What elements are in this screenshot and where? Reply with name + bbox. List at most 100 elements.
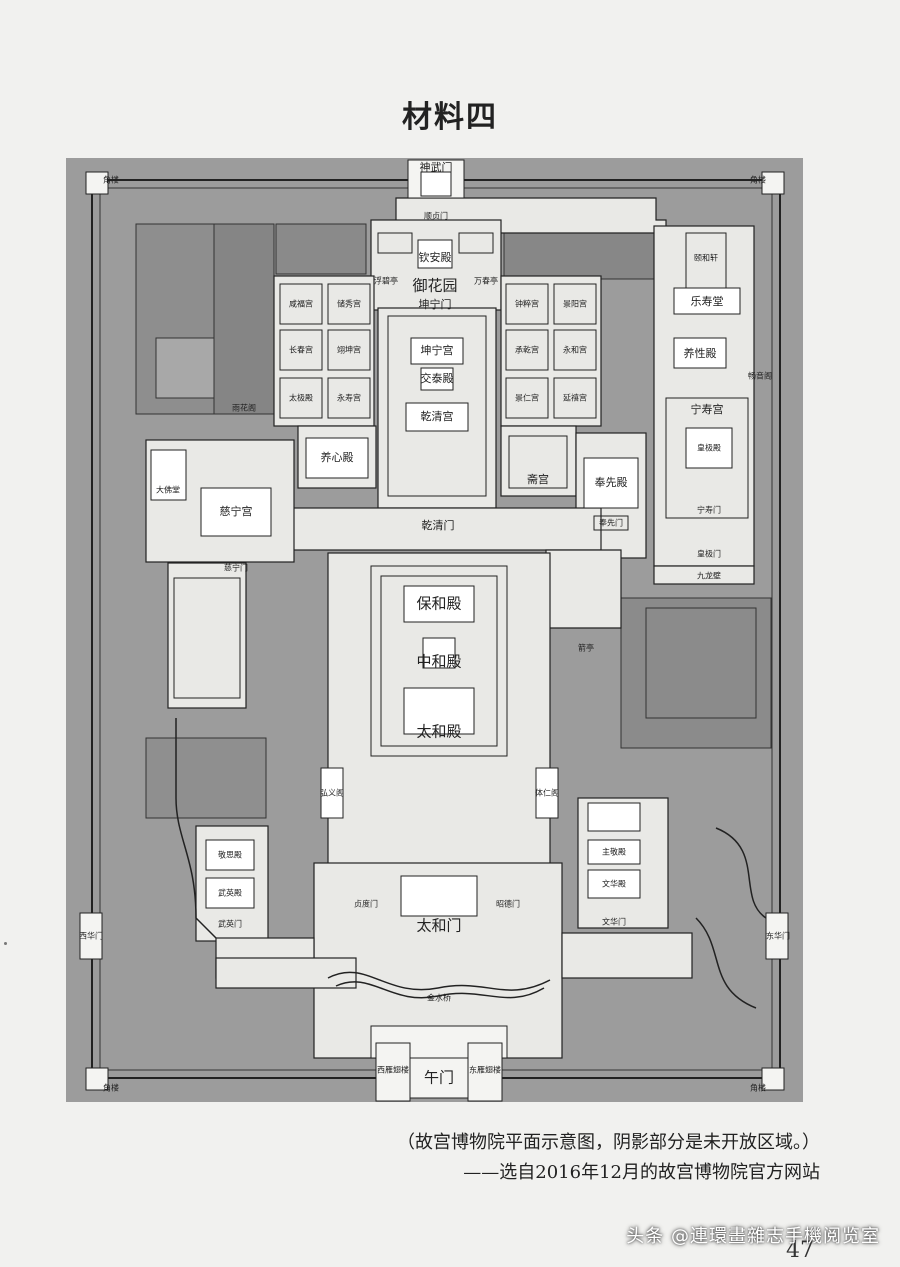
- jinshui-river-inner: [335, 981, 545, 999]
- building-jingsidian: [205, 839, 255, 871]
- building-taihedian: [403, 687, 475, 735]
- label-jingyanggong: 景阳宫: [563, 299, 587, 309]
- building-xihuamen: [79, 912, 103, 960]
- page-title: 材料四: [402, 100, 498, 135]
- building-cining-west: [150, 449, 187, 501]
- label-baohedian: 保和殿: [416, 595, 461, 613]
- label-kunningmen: 坤宁门: [419, 297, 452, 311]
- label-xiyanchilou: 西雁翅楼: [377, 1065, 409, 1075]
- label-jiaotaidian: 交泰殿: [421, 371, 454, 385]
- label-yihexuan: 颐和轩: [694, 253, 718, 263]
- label-jingrengong: 景仁宫: [515, 393, 539, 403]
- label-dongyanchilou: 东雁翅楼: [469, 1065, 501, 1075]
- building-outer-terrace-inner: [380, 575, 498, 747]
- label-chengqiangong: 承乾宫: [515, 345, 539, 355]
- closed-block: [155, 337, 217, 399]
- watermark: 头条 @連環畫雜志手機阅览室: [626, 1226, 880, 1247]
- building-ningshou-wall: [665, 397, 749, 519]
- caption-line-1: （故宫博物院平面示意图，阴影部分是未开放区域。）: [397, 1132, 820, 1153]
- jinshui-river: [327, 971, 551, 991]
- building-wumen: [409, 1057, 469, 1099]
- label-jingsidian: 敬思殿: [218, 850, 242, 860]
- label-donghuamen: 东华门: [766, 931, 790, 941]
- label-ningshoumen: 宁寿门: [697, 505, 721, 515]
- label-wenhuamen: 文华门: [602, 917, 626, 927]
- label-qinandian: 钦安殿: [419, 250, 452, 264]
- closed-block: [620, 597, 772, 749]
- open-area-south-band: [215, 957, 357, 989]
- corner-tower-sw: [85, 1067, 109, 1091]
- label-shenwumen: 神武门: [420, 160, 453, 174]
- label-wuyingmen: 武英门: [218, 919, 242, 929]
- label-yikungong: 翊坤宫: [337, 345, 361, 355]
- label-tirenge: 体仁阁: [535, 788, 559, 798]
- label-shunzhenmen: 顺贞门: [424, 211, 448, 221]
- label-zhendumen: 贞度门: [354, 899, 378, 909]
- closed-block: [275, 223, 367, 275]
- label-zhongcuigong: 钟粹宫: [515, 299, 539, 309]
- label-chuxiugong: 储秀宫: [337, 299, 361, 309]
- label-xianfugong: 咸福宫: [289, 299, 313, 309]
- building-dongyanchilou: [467, 1042, 503, 1102]
- building-leshoutang: [673, 287, 741, 315]
- label-xihuamen: 西华门: [79, 931, 103, 941]
- building-cininggong: [200, 487, 272, 537]
- building-huangjidian: [685, 427, 733, 469]
- label-jiaolou-ne: 角楼: [750, 175, 766, 185]
- label-hongyige: 弘义阁: [320, 788, 344, 798]
- label-qianqingmen: 乾清门: [422, 518, 455, 532]
- corner-tower-nw: [85, 171, 109, 195]
- label-zhaodemen: 昭德门: [496, 899, 520, 909]
- label-fengxiandian: 奉先殿: [595, 475, 628, 489]
- label-cininggong: 慈宁宫: [220, 504, 253, 518]
- label-fengxianmen: 奉先门: [599, 518, 623, 528]
- building-shenwumen-gate: [420, 171, 452, 197]
- label-yangxindian: 养心殿: [321, 450, 354, 464]
- building-zhonghedian: [422, 637, 456, 669]
- label-changchungong: 长春宫: [289, 345, 313, 355]
- label-wuyingdian: 武英殿: [218, 888, 242, 898]
- open-area-zhaigong: [500, 425, 577, 497]
- open-area-qianqingmen-band: [290, 507, 602, 551]
- building-yangxindian: [305, 437, 369, 479]
- building-fengxiandian: [583, 457, 639, 509]
- building-cining-garden: [173, 577, 241, 699]
- label-taihemen: 太和门: [416, 917, 461, 935]
- open-area-east-palaces: [500, 275, 602, 427]
- label-fubiting: 浮碧亭: [374, 276, 398, 286]
- building-inner-court-wall: [387, 315, 487, 497]
- open-area-ningshou-palace: [653, 225, 755, 567]
- label-cining-west: 大佛堂: [156, 485, 180, 495]
- page-number: 47: [786, 1238, 814, 1263]
- east-canal: [715, 827, 767, 919]
- label-jiulongbi: 九龙壁: [697, 571, 721, 581]
- building-wenhuadian: [587, 869, 641, 899]
- building-hongyige: [320, 767, 344, 819]
- scan-speck: [4, 942, 7, 945]
- label-changyinge: 畅音阁: [748, 371, 772, 381]
- building-kunninggong: [410, 337, 464, 365]
- closed-block: [213, 223, 275, 415]
- label-yanxigong: 延禧宫: [563, 393, 587, 403]
- building-tirenge: [535, 767, 559, 819]
- caption-line-2: ——选自2016年12月的故宫博物院官方网站: [463, 1162, 820, 1183]
- open-area-cining-garden: [167, 562, 247, 709]
- label-taijidian: 太极殿: [289, 393, 313, 403]
- label-leshoutang: 乐寿堂: [691, 294, 724, 308]
- label-wumen: 午门: [424, 1069, 454, 1087]
- label-jinshuiqiao: 金水桥: [427, 993, 451, 1003]
- label-wenhuadian: 文华殿: [602, 879, 626, 889]
- label-yonghegong: 永和宫: [563, 345, 587, 355]
- label-yongshougong: 永寿宫: [337, 393, 361, 403]
- label-jiaolou-sw: 角楼: [103, 1083, 119, 1093]
- building-fengxianmen: [593, 515, 629, 531]
- label-zhujingdian: 主敬殿: [602, 847, 626, 857]
- building-zhujingdian: [587, 839, 641, 865]
- building-wuyingdian: [205, 877, 255, 909]
- open-area-west-palaces: [273, 275, 375, 427]
- label-ningshougong: 宁寿宫: [691, 402, 724, 416]
- label-wanchunting: 万春亭: [474, 276, 498, 286]
- building-outer-terrace: [370, 565, 508, 757]
- label-taihedian: 太和殿: [416, 723, 461, 741]
- label-zhonghedian: 中和殿: [416, 653, 461, 671]
